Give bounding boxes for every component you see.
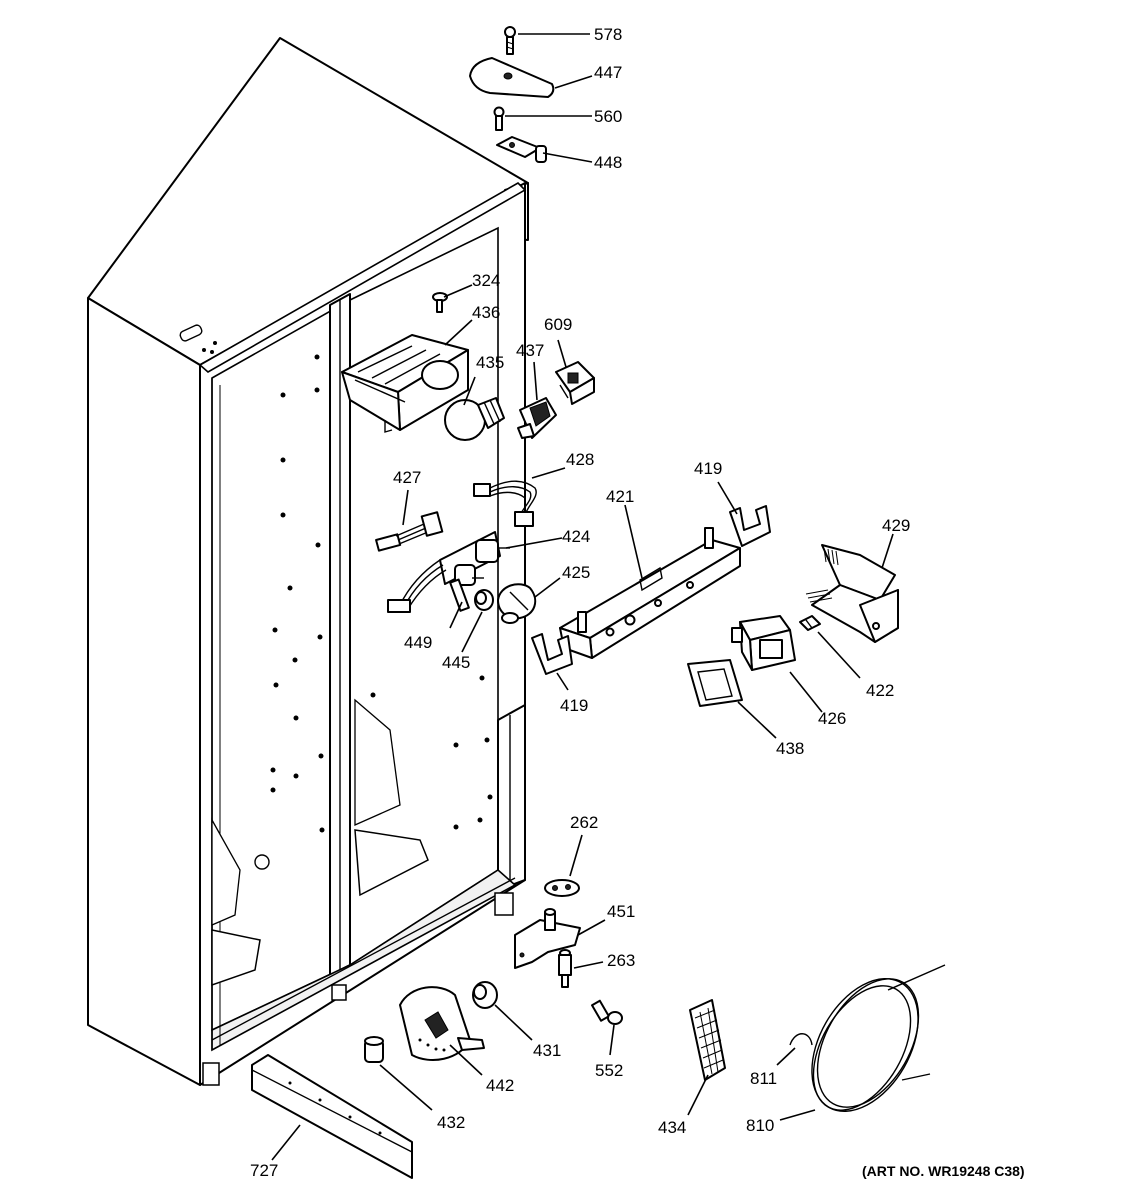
callout-431: 431	[533, 1041, 561, 1060]
art-number: (ART NO. WR19248 C38)	[862, 1163, 1025, 1179]
wire-harness-427	[375, 511, 444, 552]
callout-552: 552	[595, 1061, 623, 1080]
washer-262	[544, 879, 580, 897]
callout-578: 578	[594, 25, 622, 44]
light-switch-609	[555, 361, 595, 405]
callout-429: 429	[882, 516, 910, 535]
callout-428: 428	[566, 450, 594, 469]
light-socket-437	[517, 397, 557, 439]
callout-560: 560	[594, 107, 622, 126]
top-hinge-448	[496, 136, 547, 163]
vent-grille-434	[689, 999, 726, 1081]
callout-419-lower: 419	[560, 696, 588, 715]
callout-810: 810	[746, 1116, 774, 1135]
callout-262: 262	[570, 813, 598, 832]
callout-324: 324	[472, 271, 500, 290]
spacer-432	[364, 1036, 384, 1063]
fan-motor-431	[472, 981, 498, 1009]
callout-438: 438	[776, 739, 804, 758]
callout-448: 448	[594, 153, 622, 172]
control-shaft-449	[449, 578, 470, 612]
heater-wire-810	[811, 964, 946, 1112]
callout-424: 424	[562, 527, 590, 546]
hinge-screw-578	[504, 26, 516, 55]
callout-422: 422	[866, 681, 894, 700]
callout-442: 442	[486, 1076, 514, 1095]
bezel-438	[687, 659, 743, 707]
bushing-445	[474, 589, 494, 611]
light-switch-housing-426	[731, 615, 796, 671]
screw-552	[591, 999, 623, 1025]
callout-426: 426	[818, 709, 846, 728]
callout-451: 451	[607, 902, 635, 921]
callout-labels: 578 447 560 448 324 436 609 437 435 427 …	[250, 25, 1025, 1180]
damper-assembly-442	[399, 986, 485, 1061]
callout-421: 421	[606, 487, 634, 506]
toe-grille-727	[251, 1054, 413, 1179]
callout-432: 432	[437, 1113, 465, 1132]
screw-324	[432, 292, 448, 313]
retainer-clip-419-upper	[729, 505, 771, 547]
callout-609: 609	[544, 315, 572, 334]
control-cover-429	[805, 544, 899, 643]
callout-427: 427	[393, 468, 421, 487]
callout-447: 447	[594, 63, 622, 82]
control-housing-421	[559, 527, 741, 659]
callout-263: 263	[607, 951, 635, 970]
callout-419-upper: 419	[694, 459, 722, 478]
callout-437: 437	[516, 341, 544, 360]
refrigerator-cabinet	[87, 37, 529, 1086]
clip-422	[799, 615, 821, 631]
hinge-pin-263	[558, 949, 572, 988]
bottom-hinge-451	[514, 908, 581, 969]
callout-425: 425	[562, 563, 590, 582]
hinge-screw-560	[493, 106, 505, 131]
leader-lines	[271, 33, 894, 1161]
clip-811	[789, 1033, 813, 1046]
temperature-control-424	[387, 531, 510, 613]
light-bulb-435	[444, 397, 505, 441]
callout-811: 811	[750, 1069, 777, 1088]
retainer-clip-419-lower	[531, 633, 573, 675]
cabinet-mounting-holes	[202, 341, 493, 833]
callout-436: 436	[472, 303, 500, 322]
light-shield-436	[341, 334, 469, 433]
hinge-cover-447	[469, 57, 555, 98]
callout-435: 435	[476, 353, 504, 372]
callout-727: 727	[250, 1161, 278, 1180]
wire-harness-428	[473, 480, 537, 527]
callout-449: 449	[404, 633, 432, 652]
control-knob-425	[497, 583, 537, 624]
callout-434: 434	[658, 1118, 686, 1137]
callout-445: 445	[442, 653, 470, 672]
